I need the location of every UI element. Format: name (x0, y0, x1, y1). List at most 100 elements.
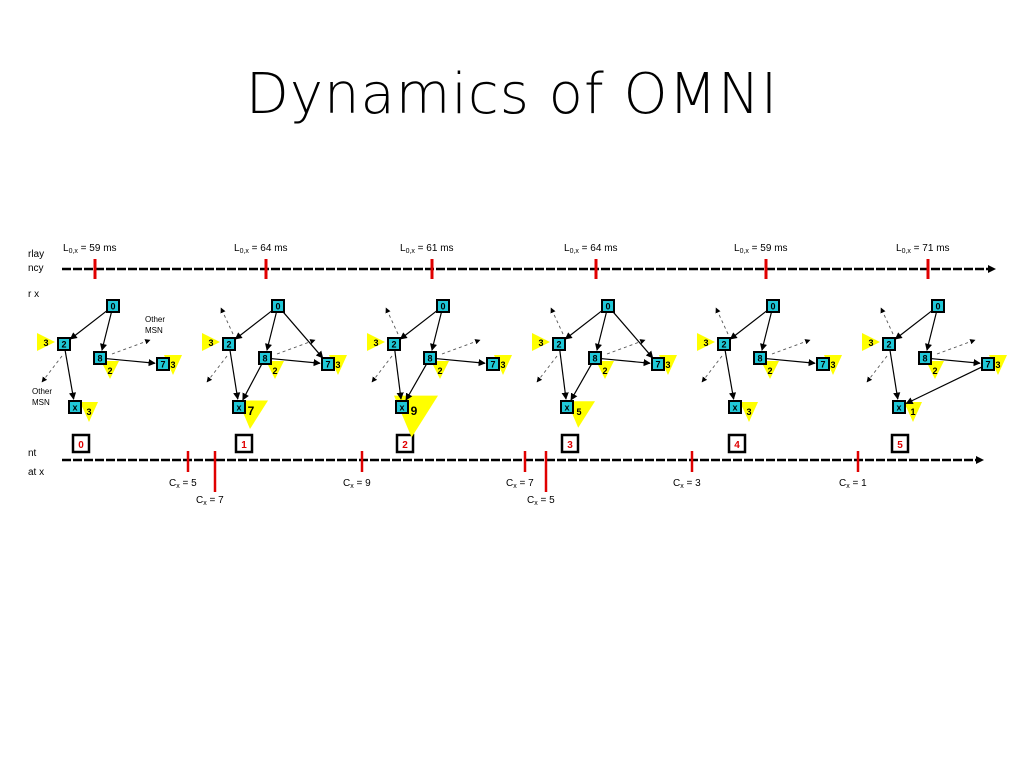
annotation-other-msn-top: Other (145, 315, 165, 324)
tree-node-label-nx: x (236, 403, 241, 413)
change-label-1-subscript: x (203, 500, 207, 507)
latency-label-5: L0,x = 71 ms (896, 243, 950, 255)
tree-node-label-n0: 0 (110, 302, 115, 312)
dashed-edge (606, 339, 646, 355)
latency-label-2-value: = 61 ms (415, 243, 454, 254)
tree-node-nx (892, 400, 906, 414)
change-label-4-value: = 5 (538, 495, 555, 506)
tree-node-label-n7: 7 (325, 360, 330, 370)
change-label-2-value: = 9 (354, 478, 371, 489)
latency-label-0: L0,x = 59 ms (63, 243, 117, 255)
tree-edge (601, 358, 651, 367)
phase-number-1: 1 (241, 440, 247, 451)
tree-node-nx (395, 400, 409, 414)
change-label-2-prefix: C (343, 478, 350, 489)
tree-edge (229, 350, 241, 400)
tree-node-n8 (588, 351, 602, 365)
weight-triangle-n8 (431, 361, 449, 379)
tree-node-n2 (882, 337, 896, 351)
tree-edge (271, 358, 321, 367)
latency-label-4-subscript: 0,x (740, 248, 750, 255)
tree-edge (905, 366, 982, 405)
change-label-6: Cx = 1 (839, 478, 867, 490)
tree-node-label-nx: x (72, 403, 77, 413)
tree-edge (931, 358, 981, 367)
phase-box-2 (395, 433, 415, 454)
weight-value-n2: 3 (208, 338, 213, 348)
change-label-5-value: = 3 (684, 478, 701, 489)
tree-node-label-n8: 8 (922, 354, 927, 364)
tree-edge (242, 363, 263, 401)
latency-label-4-value: = 59 ms (749, 243, 788, 254)
change-label-4-prefix: C (527, 495, 534, 506)
change-label-0-value: = 5 (180, 478, 197, 489)
change-label-0-prefix: C (169, 478, 176, 489)
tree-node-n7 (651, 357, 665, 371)
weight-value-n8: 2 (602, 366, 607, 376)
weight-value-n7: 3 (995, 360, 1000, 370)
phase-box-4 (727, 433, 747, 454)
weight-value-n7: 3 (665, 360, 670, 370)
tree-edge (894, 309, 933, 340)
tree-node-n7 (816, 357, 830, 371)
tree-node-label-n2: 2 (886, 340, 891, 350)
tree-node-label-n0: 0 (605, 302, 610, 312)
weight-value-n8: 2 (107, 366, 112, 376)
change-timeline-arrow (976, 456, 984, 464)
tree-node-label-n8: 8 (592, 354, 597, 364)
tree-edge (766, 358, 816, 367)
latency-label-1-subscript: 0,x (240, 248, 250, 255)
tree-node-n0 (106, 299, 120, 313)
weight-value-n2: 3 (868, 338, 873, 348)
tree-node-label-nx: x (896, 403, 901, 413)
latency-label-1-value: = 64 ms (249, 243, 288, 254)
tree-edge (64, 350, 77, 400)
dashed-edge (880, 307, 894, 335)
change-label-1-prefix: C (196, 495, 203, 506)
tree-edge (925, 312, 937, 351)
change-label-5: Cx = 3 (673, 478, 701, 490)
latency-label-3: L0,x = 64 ms (564, 243, 618, 255)
tree-node-label-n2: 2 (61, 340, 66, 350)
tree-node-label-n7: 7 (985, 360, 990, 370)
weight-value-n8: 2 (932, 366, 937, 376)
weight-value-n8: 2 (272, 366, 277, 376)
latency-label-3-subscript: 0,x (570, 248, 580, 255)
dashed-edge (536, 355, 558, 383)
tree-node-n0 (766, 299, 780, 313)
weight-value-nx: 5 (576, 407, 581, 417)
change-label-3: Cx = 7 (506, 478, 534, 490)
weight-value-n2: 3 (43, 338, 48, 348)
latency-label-3-value: = 64 ms (579, 243, 618, 254)
tree-node-label-n0: 0 (275, 302, 280, 312)
tree-node-label-n8: 8 (427, 354, 432, 364)
weight-triangle-n8 (761, 361, 779, 379)
dashed-edge (866, 355, 888, 383)
change-label-0: Cx = 5 (169, 478, 197, 490)
change-label-1-value: = 7 (207, 495, 224, 506)
tree-edge (106, 358, 156, 367)
change-label-5-prefix: C (673, 478, 680, 489)
phase-number-2: 2 (402, 440, 408, 451)
dashed-edge (206, 355, 228, 383)
tree-edge (100, 312, 112, 351)
tree-node-n7 (156, 357, 170, 371)
weight-triangle-n2 (697, 333, 715, 351)
phase-number-0: 0 (78, 440, 84, 451)
row-label-latency-2: ncy (28, 263, 44, 274)
change-label-0-subscript: x (176, 483, 180, 490)
tree-node-n8 (258, 351, 272, 365)
annotation-other-msn-bottom: Other (32, 387, 52, 396)
tree-node-n0 (436, 299, 450, 313)
tree-edge (729, 309, 768, 340)
tree-node-n7 (321, 357, 335, 371)
weight-triangle-nx (904, 402, 922, 422)
